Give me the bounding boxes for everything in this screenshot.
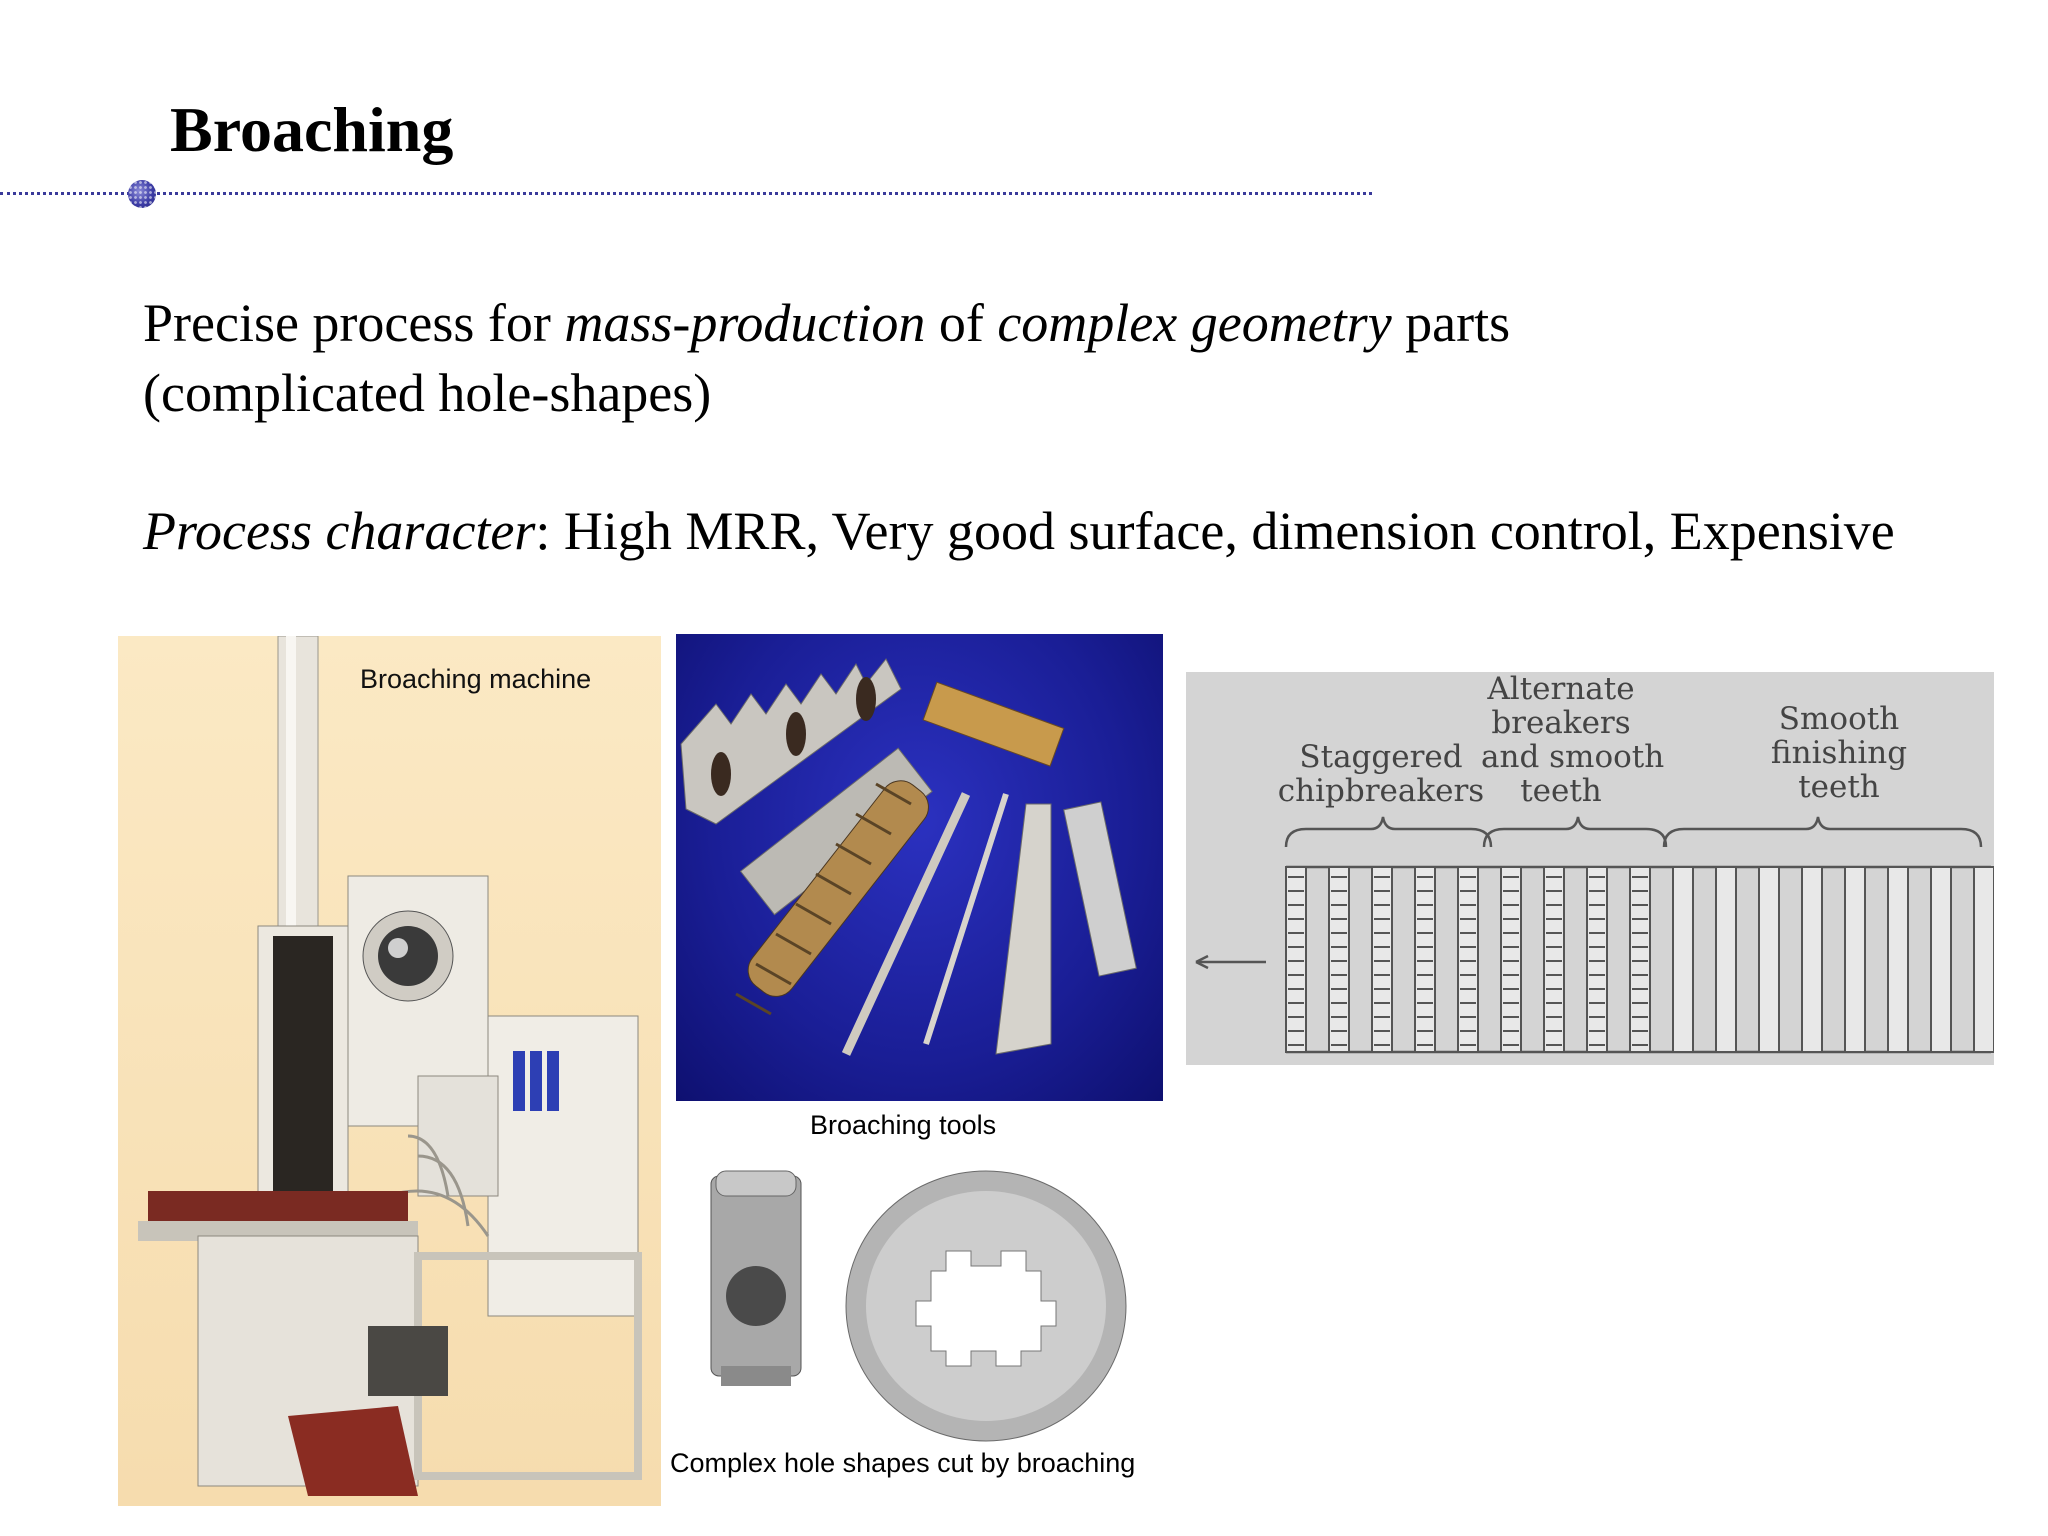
- broach-tooth: [1758, 866, 1780, 1053]
- label-alternate-line1: Alternate: [1487, 672, 1635, 707]
- label-staggered-line1: Staggered: [1299, 739, 1463, 775]
- label-alternate-line3: and smooth: [1481, 739, 1665, 775]
- tools-caption: Broaching tools: [810, 1110, 997, 1140]
- broach-tooth: [1715, 866, 1737, 1053]
- broach-tooth: [1371, 866, 1393, 1053]
- desc-text-a: Precise process for: [143, 293, 565, 353]
- label-staggered-chipbreakers: Staggered chipbreakers: [1276, 740, 1486, 808]
- holes-caption: Complex hole shapes cut by broaching: [670, 1448, 1136, 1478]
- process-character-text: : High MRR, Very good surface, dimension…: [535, 501, 1895, 561]
- machine-caption: Broaching machine: [360, 664, 592, 694]
- broach-tooth: [1801, 866, 1823, 1053]
- label-smooth-finishing: Smooth finishing teeth: [1744, 702, 1934, 804]
- label-staggered-line2: chipbreakers: [1277, 773, 1485, 809]
- broaching-tools-image: [676, 634, 1163, 1101]
- broach-tooth: [1586, 866, 1608, 1053]
- broach-tooth: [1629, 866, 1651, 1053]
- hole-shapes-image: [676, 1166, 1136, 1444]
- broach-tooth: [1457, 866, 1479, 1053]
- process-character-label: Process character: [143, 501, 536, 561]
- hole-shapes-illustration: [710, 1170, 1127, 1442]
- teeth-drawing: [1195, 816, 1994, 1054]
- desc-emphasis-complex-geometry: complex geometry: [997, 293, 1392, 353]
- broach-tooth: [1285, 866, 1307, 1053]
- label-smooth-line1: Smooth: [1778, 701, 1900, 737]
- broach-tooth: [1930, 866, 1952, 1053]
- broach-tooth: [1672, 866, 1694, 1053]
- slide-title: Broaching: [170, 94, 454, 165]
- process-character-paragraph: Process character: High MRR, Very good s…: [143, 496, 1895, 566]
- label-alternate-line4: teeth: [1520, 773, 1602, 809]
- label-smooth-line2: finishing: [1770, 735, 1908, 771]
- desc-text-c: of: [925, 293, 998, 353]
- broach-tooth: [1543, 866, 1565, 1053]
- title-bullet-icon: [128, 180, 156, 208]
- desc-emphasis-mass-production: mass-production: [564, 293, 926, 353]
- desc-line2: (complicated hole-shapes): [143, 363, 712, 423]
- broach-teeth-diagram: Alternate breakers and smooth teeth Smoo…: [1186, 672, 1994, 1065]
- broaching-machine-illustration: [138, 636, 642, 1496]
- label-alternate-breakers: Alternate breakers and smooth teeth: [1481, 672, 1665, 809]
- description-paragraph: Precise process for mass-production of c…: [143, 288, 1510, 428]
- broach-tooth: [1844, 866, 1866, 1053]
- broaching-tools-illustration: [680, 658, 1137, 1056]
- broach-tooth: [1973, 866, 1994, 1053]
- label-alternate-line2: breakers: [1491, 705, 1631, 741]
- broach-tooth: [1414, 866, 1436, 1053]
- title-divider: [0, 192, 1372, 195]
- broaching-machine-image: Broaching machine: [118, 636, 661, 1506]
- broach-tooth: [1500, 866, 1522, 1053]
- broach-tooth: [1328, 866, 1350, 1053]
- broach-tooth: [1887, 866, 1909, 1053]
- desc-text-e: parts: [1391, 293, 1511, 353]
- label-smooth-line3: teeth: [1798, 769, 1880, 805]
